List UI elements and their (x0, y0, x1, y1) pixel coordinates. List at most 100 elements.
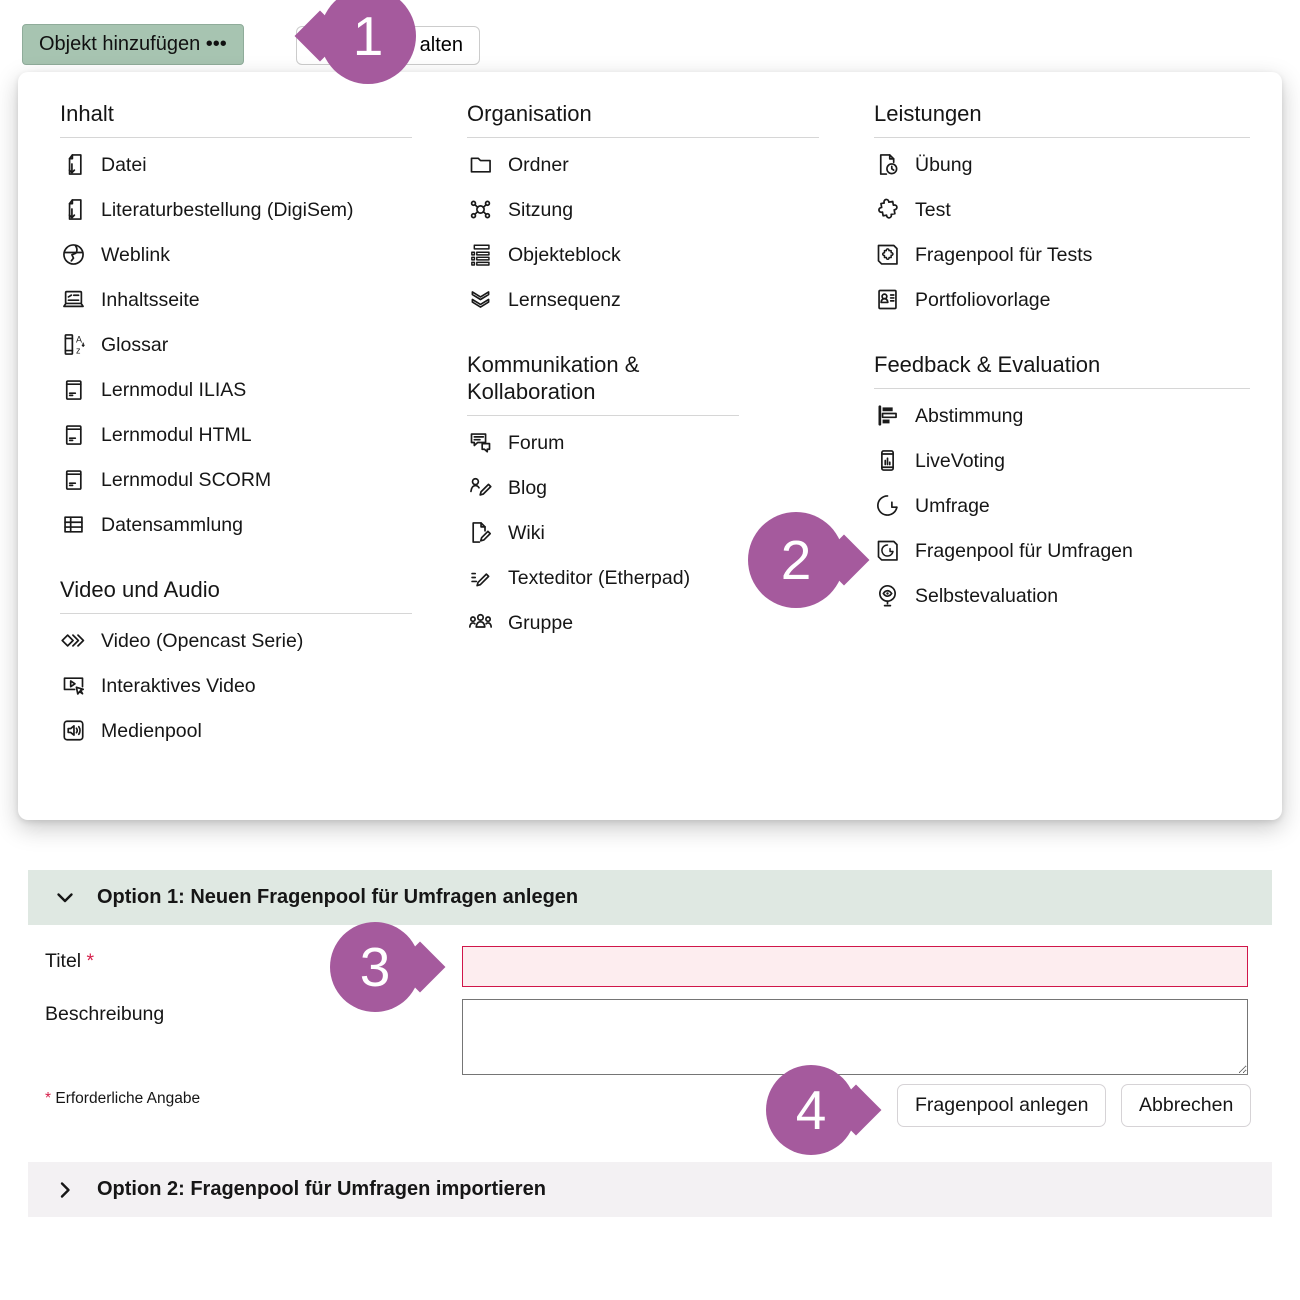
menu-item-lernmodul-html[interactable]: Lernmodul HTML (60, 420, 412, 450)
menu-item-label: Gruppe (508, 612, 574, 634)
menu-item-livevoting[interactable]: LiveVoting (874, 446, 1250, 476)
menu-item-objekteblock[interactable]: Objekteblock (467, 240, 819, 270)
section-title: Inhalt (60, 96, 412, 138)
cancel-button[interactable]: Abbrechen (1121, 1084, 1252, 1127)
interactive-video-icon (60, 672, 87, 699)
option2-section-header[interactable]: Option 2: Fragenpool für Umfragen import… (28, 1162, 1272, 1217)
folder-icon (467, 151, 494, 178)
menu-item-forum[interactable]: Forum (467, 428, 819, 458)
table-icon (60, 511, 87, 538)
menu-item-lernmodul-ilias[interactable]: Lernmodul ILIAS (60, 375, 412, 405)
file-download-icon (60, 196, 87, 223)
group-icon (467, 609, 494, 636)
menu-item-label: Fragenpool für Tests (915, 244, 1093, 266)
learning-module-icon (60, 421, 87, 448)
section-title: Video und Audio (60, 572, 412, 614)
session-icon (467, 196, 494, 223)
menu-item-datei[interactable]: Datei (60, 150, 412, 180)
wiki-icon (467, 519, 494, 546)
required-asterisk: * (86, 950, 95, 972)
menu-item-label: Medienpool (101, 720, 202, 742)
portfolio-template-icon (874, 286, 901, 313)
menu-item-label: Objekteblock (508, 244, 621, 266)
title-input[interactable] (462, 946, 1248, 987)
menu-item-label: Portfoliovorlage (915, 289, 1051, 311)
menu-item-video-opencast-serie[interactable]: Video (Opencast Serie) (60, 626, 412, 656)
menu-item-texteditor-etherpad[interactable]: Texteditor (Etherpad) (467, 563, 819, 593)
object-block-icon (467, 241, 494, 268)
menu-item-label: LiveVoting (915, 450, 1005, 472)
texteditor-icon (467, 564, 494, 591)
menu-item-literaturbestellung-digisem[interactable]: Literaturbestellung (DigiSem) (60, 195, 355, 225)
chevron-right-icon (55, 1180, 75, 1200)
menu-item-label: Forum (508, 432, 565, 454)
opencast-video-icon (60, 627, 87, 654)
description-textarea[interactable] (462, 999, 1248, 1075)
file-download-icon (60, 151, 87, 178)
svg-text:z: z (76, 346, 81, 356)
menu-item-label: Interaktives Video (101, 675, 256, 697)
questionpool-survey-icon (874, 537, 901, 564)
menu-item-portfoliovorlage[interactable]: Portfoliovorlage (874, 285, 1250, 315)
add-object-button[interactable]: Objekt hinzufügen ••• (22, 24, 244, 65)
menu-item-inhaltsseite[interactable]: Inhaltsseite (60, 285, 412, 315)
section-title: Organisation (467, 96, 819, 138)
description-label: Beschreibung (45, 1003, 165, 1025)
exercise-icon (874, 151, 901, 178)
section-title: Kommunikation & Kollaboration (467, 347, 739, 416)
option1-header-label: Option 1: Neuen Fragenpool für Umfragen … (97, 886, 579, 908)
callout-marker-1: 1 (320, 0, 416, 84)
option1-section-header[interactable]: Option 1: Neuen Fragenpool für Umfragen … (28, 870, 1272, 925)
menu-item-weblink[interactable]: Weblink (60, 240, 412, 270)
content-page-icon (60, 286, 87, 313)
menu-item-interaktives-video[interactable]: Interaktives Video (60, 671, 412, 701)
option2-header-label: Option 2: Fragenpool für Umfragen import… (97, 1178, 546, 1200)
menu-item-fragenpool-für-tests[interactable]: Fragenpool für Tests (874, 240, 1250, 270)
create-questionpool-button[interactable]: Fragenpool anlegen (897, 1084, 1107, 1127)
menu-item-label: Datei (101, 154, 147, 176)
menu-item-gruppe[interactable]: Gruppe (467, 608, 819, 638)
menu-item-sitzung[interactable]: Sitzung (467, 195, 819, 225)
menu-item-ordner[interactable]: Ordner (467, 150, 819, 180)
menu-item-abstimmung[interactable]: Abstimmung (874, 401, 1250, 431)
menu-item-test[interactable]: Test (874, 195, 1250, 225)
menu-item-datensammlung[interactable]: Datensammlung (60, 510, 412, 540)
menu-item-lernsequenz[interactable]: Lernsequenz (467, 285, 819, 315)
menu-item-wiki[interactable]: Wiki (467, 518, 819, 548)
menu-item-label: Wiki (508, 522, 545, 544)
menu-item-label: Selbstevaluation (915, 585, 1059, 607)
menu-item-umfrage[interactable]: Umfrage (874, 491, 1250, 521)
survey-pie-icon (874, 492, 901, 519)
menu-item-selbstevaluation[interactable]: Selbstevaluation (874, 581, 1250, 611)
forum-icon (467, 429, 494, 456)
menu-item-label: Lernmodul SCORM (101, 469, 272, 491)
menu-item-label: Glossar (101, 334, 169, 356)
menu-item-lernmodul-scorm[interactable]: Lernmodul SCORM (60, 465, 412, 495)
menu-item-blog[interactable]: Blog (467, 473, 819, 503)
menu-item-medienpool[interactable]: Medienpool (60, 716, 412, 746)
menu-item-label: Ordner (508, 154, 569, 176)
callout-marker-3: 3 (330, 922, 420, 1012)
menu-item-label: Sitzung (508, 199, 574, 221)
menu-item-label: Lernmodul ILIAS (101, 379, 247, 401)
poll-icon (874, 402, 901, 429)
menu-item-übung[interactable]: Übung (874, 150, 1250, 180)
title-label: Titel * (45, 950, 95, 972)
menu-item-fragenpool-für-umfragen[interactable]: Fragenpool für Umfragen (874, 536, 1250, 566)
globe-icon (60, 241, 87, 268)
learning-module-icon (60, 376, 87, 403)
section-title: Leistungen (874, 96, 1250, 138)
menu-item-label: Übung (915, 154, 973, 176)
mediapool-icon (60, 717, 87, 744)
menu-item-label: Test (915, 199, 951, 221)
menu-item-label: Umfrage (915, 495, 990, 517)
section-title: Feedback & Evaluation (874, 347, 1250, 389)
